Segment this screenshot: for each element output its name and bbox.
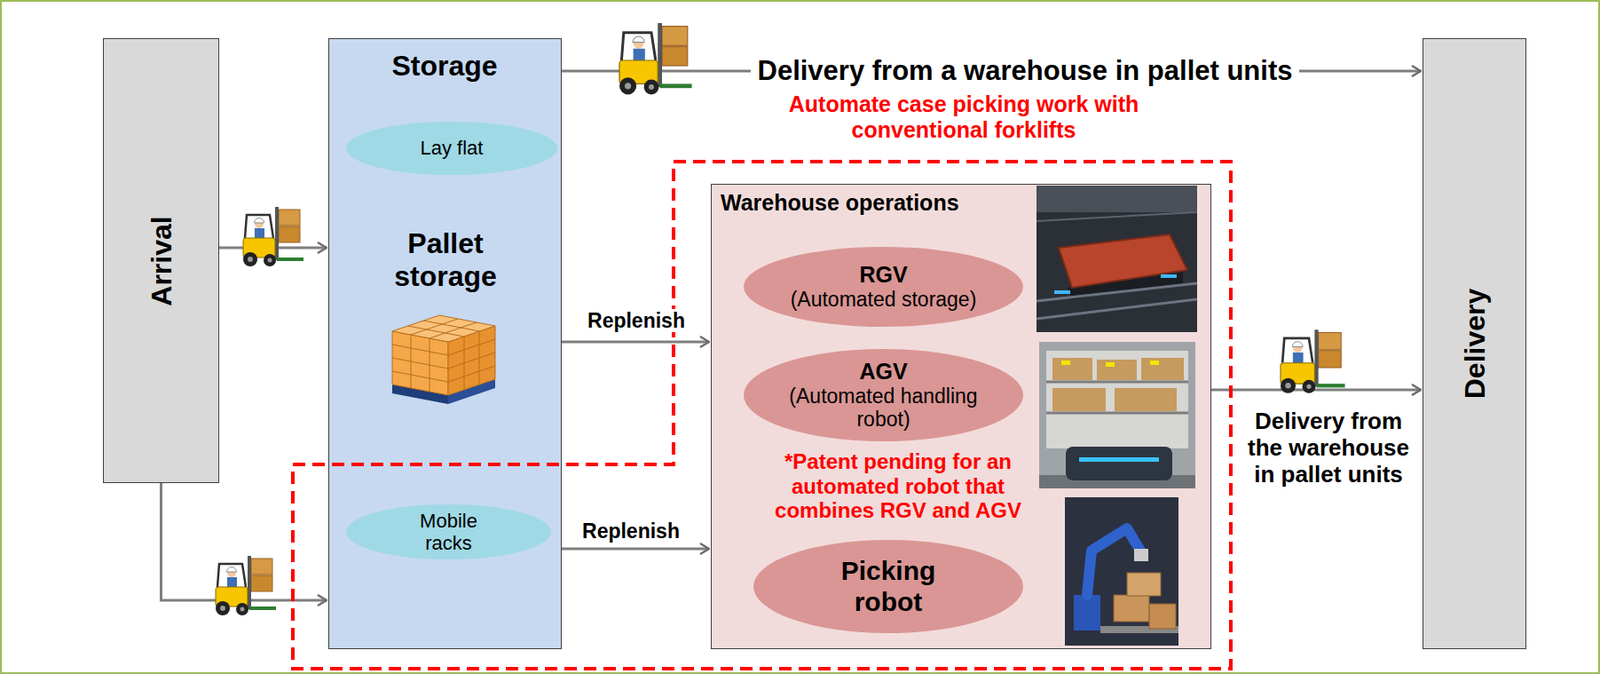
equipment-description: (Automated storage) (790, 287, 978, 311)
ellipse-shape (743, 246, 1024, 327)
equipment-name: AGV (859, 358, 907, 385)
flow-arrow (551, 547, 710, 551)
forklift-icon (215, 555, 276, 615)
equipment-description: (Automated handling robot) (777, 384, 991, 432)
rgv-photo (1036, 185, 1198, 332)
ellipse-shape (753, 539, 1024, 633)
ellipse-shape (346, 121, 558, 175)
edge-label: Delivery from the warehouse in pallet un… (1244, 408, 1413, 489)
annotation-note: *Patent pending for an automated robot t… (747, 449, 1049, 523)
endpoint-box: Arrival (102, 38, 220, 483)
agv-photo (1039, 341, 1196, 489)
equipment-name: Picking robot (821, 555, 955, 617)
flow-arrow (161, 482, 328, 600)
ellipse-shape (346, 504, 552, 560)
storage-type: Mobile racks (404, 509, 494, 555)
edge-label: Replenish (584, 308, 688, 332)
endpoint-title: Arrival (144, 215, 178, 306)
area-title: Warehouse operations (720, 189, 1023, 216)
flow-arrow (1211, 388, 1421, 392)
storage-type: Lay flat (420, 136, 484, 159)
forklift-icon (619, 23, 693, 95)
area-title: Storage (329, 49, 560, 83)
storage-type-ellipse: Mobile racks (345, 503, 552, 560)
equipment-name: RGV (859, 261, 907, 288)
equipment-ellipse: Picking robot (752, 538, 1025, 634)
ellipse-shape (743, 348, 1024, 442)
storage-type-ellipse: Lay flat (345, 120, 559, 176)
picking-robot-photo (1064, 496, 1179, 646)
endpoint-box: Delivery (1422, 38, 1527, 649)
area-subtitle: Pallet storage (365, 227, 526, 293)
edge-label: Delivery from a warehouse in pallet unit… (750, 55, 1301, 87)
pallet-icon (392, 315, 496, 404)
endpoint-title: Delivery (1458, 288, 1491, 400)
forklift-icon (1280, 329, 1346, 393)
annotation-note: Automate case picking work with conventi… (772, 91, 1155, 143)
equipment-ellipse: AGV(Automated handling robot) (742, 347, 1025, 442)
automation-scope-outline (292, 161, 1231, 669)
equipment-ellipse: RGV(Automated storage) (742, 245, 1025, 328)
forklift-icon (243, 206, 304, 267)
edge-label: Replenish (579, 519, 683, 543)
flow-arrow (561, 340, 710, 344)
